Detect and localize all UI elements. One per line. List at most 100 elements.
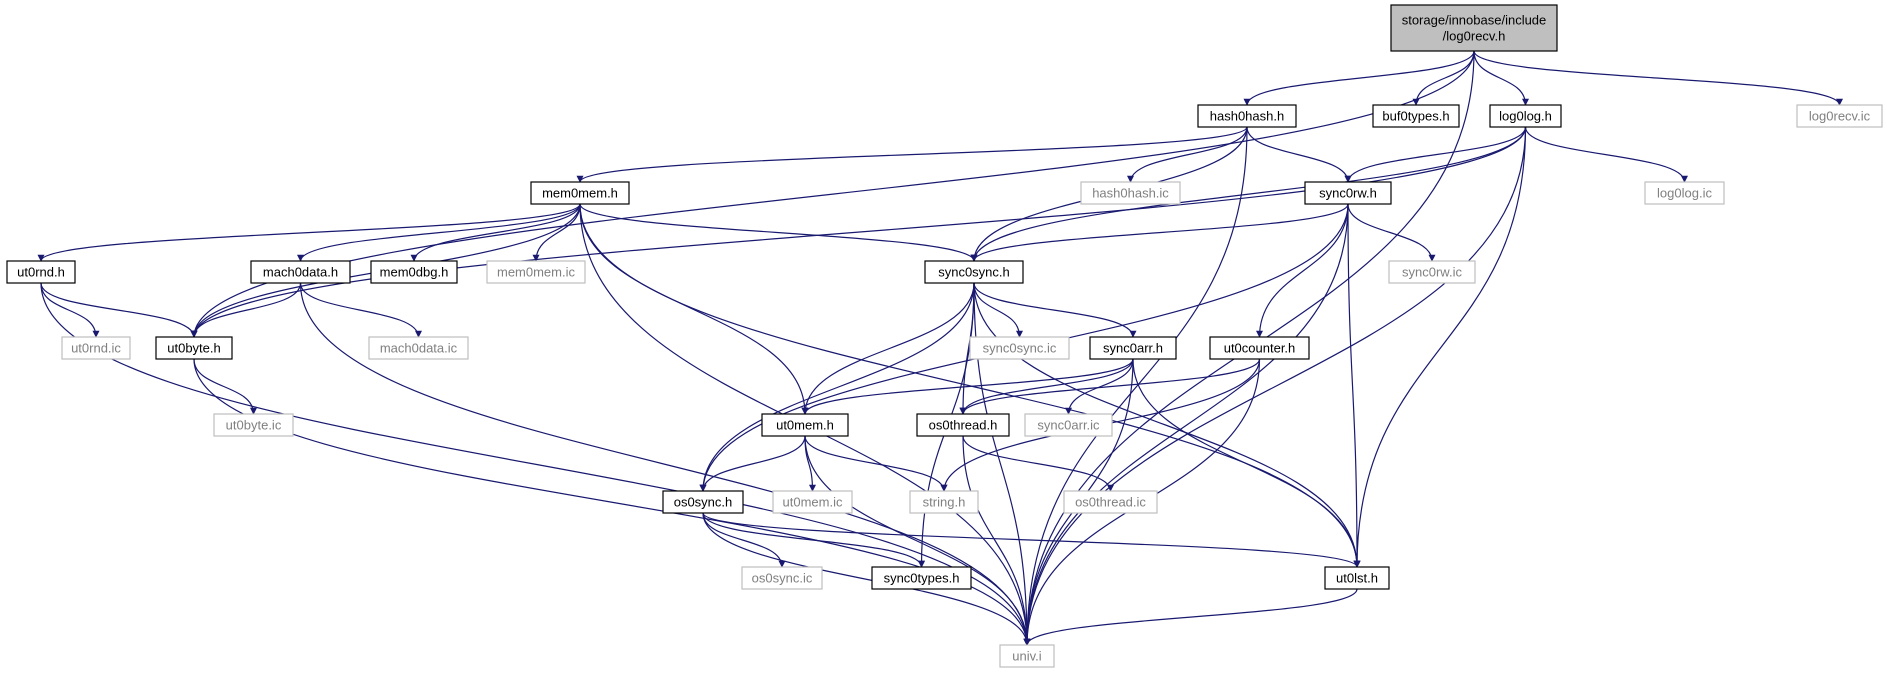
edge-sync0arr_h-to-ut0mem_h	[801, 358, 1134, 415]
node-box	[1390, 4, 1558, 52]
edge-ut0mem_h-to-univ_i	[804, 435, 1031, 646]
edge-log0log_h-to-sync0sync_h	[970, 126, 1527, 262]
node-box	[969, 336, 1070, 360]
node-label: os0thread.ic	[1075, 495, 1146, 510]
node-label: log0log.h	[1499, 109, 1552, 124]
node-box	[486, 260, 586, 284]
node-label: mem0dbg.h	[380, 265, 449, 280]
node-label: hash0hash.ic	[1092, 186, 1169, 201]
file-nodes: storage/innobase/include/log0recv.h hash0…	[6, 4, 1883, 668]
node-sync0rw-h[interactable]: sync0rw.h	[1304, 181, 1392, 205]
node-sync0sync-ic: sync0sync.ic	[969, 336, 1070, 360]
node-ut0counter-h[interactable]: ut0counter.h	[1209, 336, 1310, 360]
node-buf0types-h[interactable]: buf0types.h	[1372, 104, 1460, 128]
node-sync0types-h[interactable]: sync0types.h	[871, 566, 972, 590]
edge-sync0arr_h-to-ut0lst_h	[1132, 358, 1361, 568]
edge-log0log_h-to-log0log_ic	[1524, 126, 1688, 183]
edge-sync0sync_h-to-os0sync_h	[699, 282, 975, 492]
node-ut0rnd-h[interactable]: ut0rnd.h	[6, 260, 76, 284]
node-label: mem0mem.h	[542, 186, 618, 201]
node-label: mach0data.h	[263, 265, 338, 280]
node-label: os0sync.h	[674, 495, 733, 510]
edge-ut0mem_h-to-string_h	[804, 435, 948, 492]
node-box	[61, 336, 131, 360]
node-label: ut0mem.ic	[783, 495, 843, 510]
node-label: univ.i	[1012, 649, 1041, 664]
node-label: sync0sync.ic	[983, 341, 1057, 356]
node-box	[1324, 566, 1390, 590]
node-ut0mem-ic: ut0mem.ic	[772, 490, 853, 514]
node-ut0mem-h[interactable]: ut0mem.h	[761, 413, 849, 437]
node-box	[1644, 181, 1725, 205]
node-ut0byte-ic: ut0byte.ic	[213, 413, 294, 437]
node-label: ut0counter.h	[1224, 341, 1296, 356]
node-box	[909, 490, 979, 514]
edge-sync0rw_h-to-univ_i	[1023, 203, 1349, 646]
node-box	[1197, 104, 1297, 128]
node-box	[999, 644, 1055, 668]
edge-mem0mem_h-to-ut0rnd_h	[37, 203, 581, 262]
node-box	[741, 566, 823, 590]
node-ut0byte-h[interactable]: ut0byte.h	[155, 336, 233, 360]
node-box	[1372, 104, 1460, 128]
node-box	[924, 260, 1024, 284]
edge-sync0sync_h-to-sync0sync_ic	[973, 282, 1023, 338]
node-label: os0thread.h	[929, 418, 998, 433]
node-box	[530, 181, 630, 205]
edge-ut0lst_h-to-univ_i	[1023, 588, 1358, 646]
node-sync0arr-h[interactable]: sync0arr.h	[1089, 336, 1177, 360]
node-box	[368, 336, 469, 360]
node-label: storage/innobase/include	[1402, 13, 1547, 28]
edge-hash0hash_h-to-hash0hash_ic	[1127, 126, 1248, 183]
edge-ut0mem_h-to-os0sync_h	[699, 435, 806, 492]
node-label: ut0byte.ic	[226, 418, 282, 433]
node-box	[916, 413, 1010, 437]
edge-sync0rw_h-to-ut0lst_h	[1347, 203, 1361, 568]
node-box	[1796, 104, 1883, 128]
node-label: sync0rw.h	[1319, 186, 1377, 201]
edge-log0log_h-to-univ_i	[1023, 126, 1527, 646]
node-box	[1024, 413, 1113, 437]
node-ut0lst-h[interactable]: ut0lst.h	[1324, 566, 1390, 590]
node-box	[1209, 336, 1310, 360]
node-string-h: string.h	[909, 490, 979, 514]
edge-sync0arr_h-to-sync0arr_ic	[1065, 358, 1134, 415]
edge-root-to-buf0types_h	[1412, 50, 1475, 106]
node-box	[871, 566, 972, 590]
edge-sync0arr_h-to-os0thread_h	[959, 358, 1134, 415]
edge-os0sync_h-to-sync0types_h	[702, 512, 925, 568]
node-univ-i: univ.i	[999, 644, 1055, 668]
edge-mem0mem_h-to-ut0mem_h	[579, 203, 809, 415]
node-os0sync-ic: os0sync.ic	[741, 566, 823, 590]
node-os0thread-h[interactable]: os0thread.h	[916, 413, 1010, 437]
node-mem0mem-h[interactable]: mem0mem.h	[530, 181, 630, 205]
node-label: os0sync.ic	[752, 571, 813, 586]
node-label: log0recv.ic	[1809, 109, 1871, 124]
node-box	[772, 490, 853, 514]
node-os0sync-h[interactable]: os0sync.h	[662, 490, 744, 514]
node-label: /log0recv.h	[1443, 29, 1506, 44]
edge-sync0sync_h-to-ut0lst_h	[973, 282, 1361, 568]
node-box	[6, 260, 76, 284]
node-label: log0log.ic	[1657, 186, 1712, 201]
edge-hash0hash_h-to-univ_i	[1023, 126, 1248, 646]
edge-mach0data_h-to-univ_i	[299, 282, 1031, 646]
edge-ut0counter_h-to-os0thread_h	[959, 358, 1261, 415]
edge-ut0byte_h-to-ut0byte_ic	[193, 358, 257, 415]
node-box	[662, 490, 744, 514]
edge-sync0rw_h-to-sync0rw_ic	[1347, 203, 1436, 262]
node-mem0mem-ic: mem0mem.ic	[486, 260, 586, 284]
node-mach0data-ic: mach0data.ic	[368, 336, 469, 360]
edge-sync0rw_h-to-ut0counter_h	[1256, 203, 1349, 338]
edge-log0log_h-to-ut0byte_h	[190, 126, 1527, 338]
node-sync0arr-ic: sync0arr.ic	[1024, 413, 1113, 437]
node-root[interactable]: storage/innobase/include/log0recv.h	[1390, 4, 1558, 52]
node-hash0hash-h[interactable]: hash0hash.h	[1197, 104, 1297, 128]
node-sync0sync-h[interactable]: sync0sync.h	[924, 260, 1024, 284]
node-mem0dbg-h[interactable]: mem0dbg.h	[370, 260, 458, 284]
node-log0log-h[interactable]: log0log.h	[1489, 104, 1562, 128]
node-box	[1304, 181, 1392, 205]
edge-mem0mem_h-to-mem0mem_ic	[532, 203, 581, 262]
node-mach0data-h[interactable]: mach0data.h	[250, 260, 351, 284]
